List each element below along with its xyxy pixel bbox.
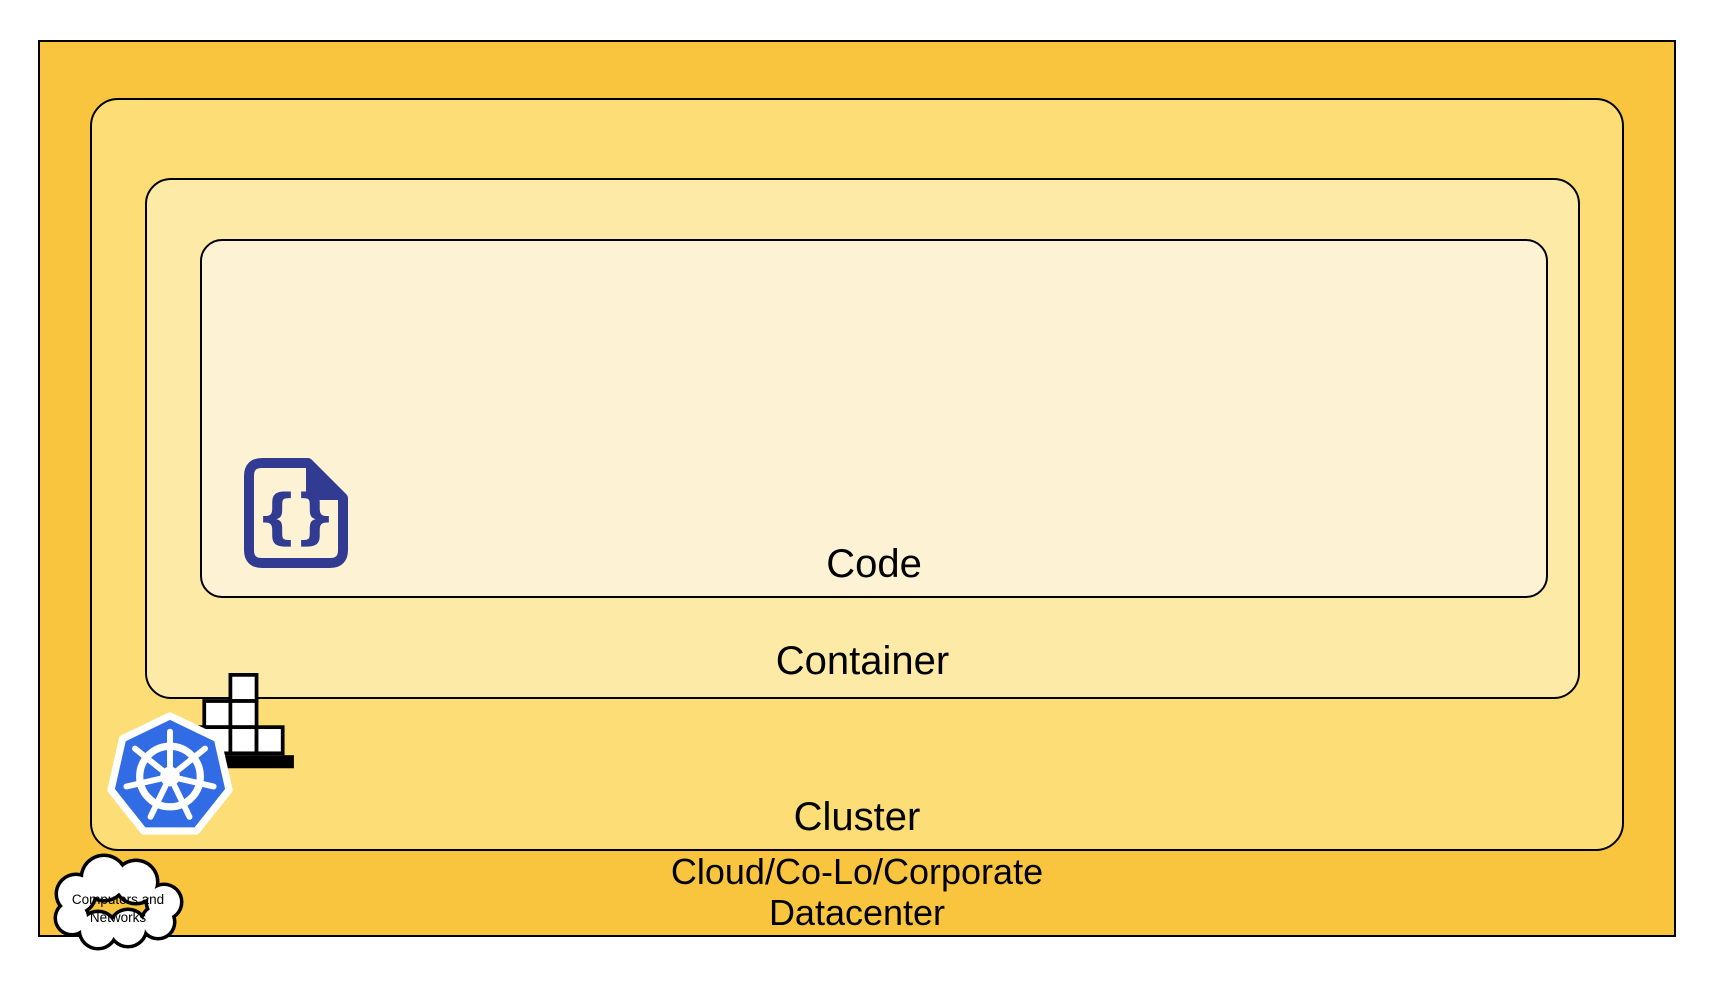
cloud-icon: Computers and Networks <box>53 853 184 951</box>
cloud-label-line2: Networks <box>90 910 147 925</box>
kubernetes-icon <box>107 712 233 835</box>
datacenter-label-line2: Datacenter <box>768 891 946 933</box>
cloud-body <box>57 857 180 947</box>
kubernetes-wheel <box>123 728 217 820</box>
cluster-label: Cluster <box>793 795 921 839</box>
brace-open-glyph: { <box>256 482 299 552</box>
code-file-icon: { } <box>244 458 348 568</box>
brace-close-glyph: } <box>294 482 337 552</box>
cloud-label-line1: Computers and <box>72 892 164 907</box>
kubernetes-wheel-hub <box>160 766 180 787</box>
layer-container: { } Code Container <box>145 178 1580 769</box>
code-label: Code <box>826 542 922 586</box>
layer-code: { } Code <box>200 239 1548 598</box>
code-file-outline <box>244 458 348 568</box>
code-file-fold <box>306 461 345 500</box>
datacenter-label-line1: Cloud/Co-Lo/Corporate <box>670 851 1044 893</box>
datacenter-label: Cloud/Co-Lo/Corporate Datacenter <box>40 852 1674 933</box>
container-label: Container <box>775 639 950 683</box>
layer-datacenter: { } Code Container <box>38 40 1676 951</box>
layer-cluster: { } Code Container <box>90 98 1624 851</box>
